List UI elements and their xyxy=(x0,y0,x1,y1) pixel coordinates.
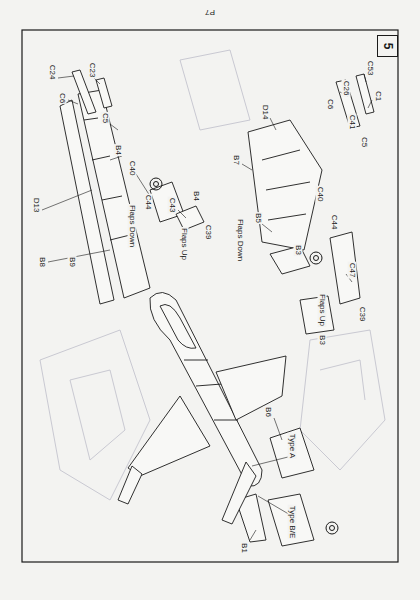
callout-label: B9 xyxy=(68,256,77,268)
callout-label: Flaps Down xyxy=(236,218,245,262)
callout-label: B4 xyxy=(114,144,123,156)
callout-label: C6 xyxy=(326,98,335,110)
callout-label: Flaps Up xyxy=(318,293,327,327)
callout-label: C44 xyxy=(144,194,153,211)
wing-tip xyxy=(118,466,142,504)
callout-label: D14 xyxy=(261,104,270,121)
callout-label: C40 xyxy=(128,160,137,177)
callout-label: B1 xyxy=(240,542,249,554)
callout-label: P7 xyxy=(204,8,216,17)
wing-upper xyxy=(78,90,150,298)
callout-label: C44 xyxy=(330,214,339,231)
callout-label: Type A xyxy=(288,433,297,459)
callout-label: C5 xyxy=(360,136,369,148)
callout-label: B3 xyxy=(294,244,303,256)
canopy xyxy=(160,305,196,349)
tank xyxy=(356,74,374,114)
wing-left xyxy=(128,396,210,476)
callout-label: B3 xyxy=(318,334,327,346)
flap-up xyxy=(330,232,360,304)
callout-label: C6 xyxy=(58,92,67,104)
callout-label: C26 xyxy=(342,80,351,97)
flap-down xyxy=(270,246,310,274)
callout-label: C24 xyxy=(48,64,57,81)
fin-type-be xyxy=(268,494,314,546)
callout-label: B6 xyxy=(264,406,273,418)
callout-label: Flaps Down xyxy=(128,204,137,248)
callout-label: C39 xyxy=(204,224,213,241)
leader-line xyxy=(42,74,372,540)
callout-label: C41 xyxy=(348,114,357,131)
callout-label: B7 xyxy=(232,154,241,166)
callout-label: C5 xyxy=(101,112,110,124)
wing-right xyxy=(216,356,286,420)
callout-label: Type B/E xyxy=(288,505,297,539)
callout-label: C53 xyxy=(366,60,375,77)
callout-label: B4 xyxy=(192,190,201,202)
callout-label: C1 xyxy=(374,90,383,102)
callout-label: C23 xyxy=(88,62,97,79)
ghost-image xyxy=(40,50,385,500)
page-frame xyxy=(22,30,398,562)
callout-label: C40 xyxy=(316,186,325,203)
fin-type-a xyxy=(270,428,314,478)
callout-label: C43 xyxy=(168,197,177,214)
callout-label: B5 xyxy=(254,212,263,224)
callout-label: Flaps Up xyxy=(180,227,189,261)
stabilizer xyxy=(222,462,256,524)
callout-label: D13 xyxy=(32,197,41,214)
wing-right xyxy=(248,120,322,250)
callout-label: C39 xyxy=(358,306,367,323)
part-icon xyxy=(150,178,338,534)
callout-label: C47 xyxy=(348,262,357,279)
step-number-box: 5 xyxy=(377,35,398,57)
callout-label: B8 xyxy=(38,256,47,268)
step-number: 5 xyxy=(381,43,394,50)
